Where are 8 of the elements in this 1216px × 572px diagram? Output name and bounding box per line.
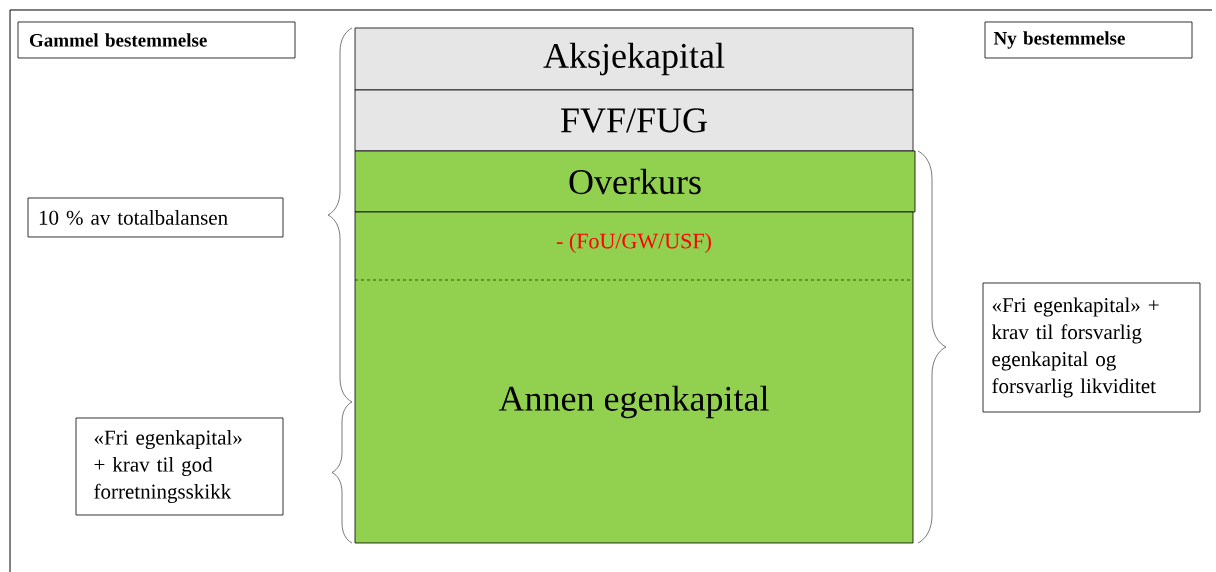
equity-block: Aksjekapital — [354, 27, 914, 91]
heading-box: Gammel bestemmelse — [17, 21, 296, 59]
heading-box: Ny bestemmelse — [984, 21, 1193, 59]
note-box: 10 % av totalbalansen — [27, 197, 284, 238]
equity-block: Overkurs — [354, 150, 916, 213]
note-box: «Fri egenkapital» + krav til god forretningsskikk — [75, 417, 284, 516]
note-box: «Fri egenkapital» + krav til forsvarlig egenkapital og forsvarlig likviditet — [982, 282, 1201, 413]
equity-block: FVF/FUG — [354, 89, 914, 152]
